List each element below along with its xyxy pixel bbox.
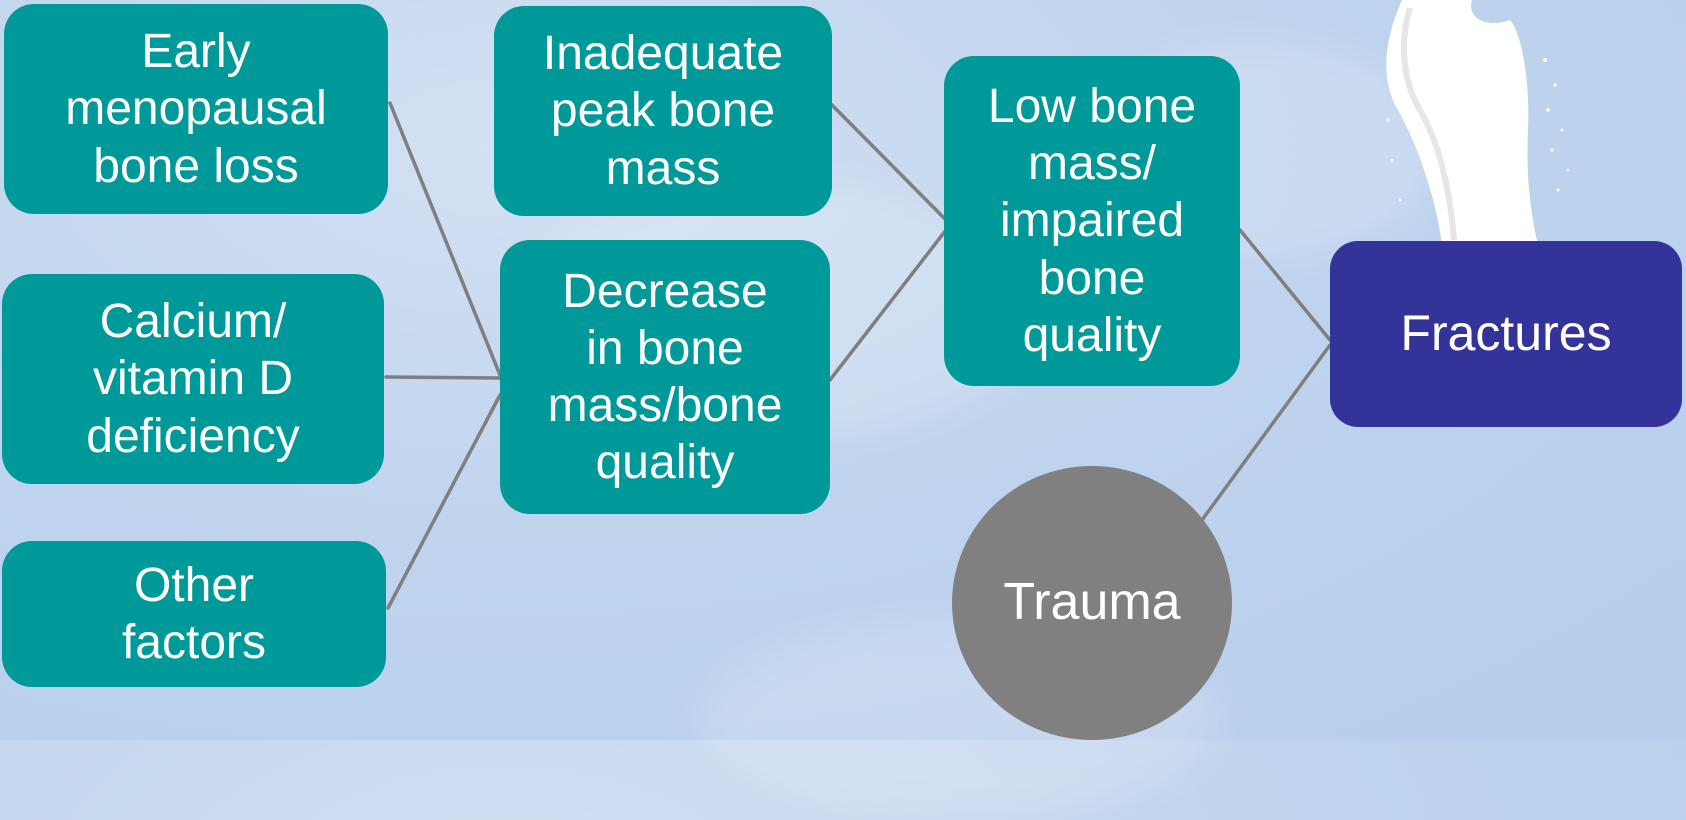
node-decrease-in-bone-mass-quality: Decrease in bone mass/bone quality bbox=[500, 240, 830, 514]
connector-decrease-to-lowbone bbox=[830, 230, 946, 380]
node-low-bone-mass-impaired-quality: Low bone mass/ impaired bone quality bbox=[944, 56, 1240, 386]
node-calcium-vitamin-d-deficiency: Calcium/ vitamin D deficiency bbox=[2, 274, 384, 484]
connector-other-to-decrease bbox=[388, 395, 500, 608]
connector-lowbone-to-fractures bbox=[1240, 230, 1330, 340]
node-inadequate-peak-bone-mass: Inadequate peak bone mass bbox=[494, 6, 832, 216]
node-other-factors: Other factors bbox=[2, 541, 386, 687]
connector-early-to-decrease bbox=[390, 103, 500, 375]
connector-calcium-to-decrease bbox=[386, 377, 500, 378]
node-trauma: Trauma bbox=[952, 466, 1232, 740]
connector-inadequate-to-lowbone bbox=[832, 105, 946, 220]
node-fractures: Fractures bbox=[1330, 241, 1682, 427]
node-early-menopausal-bone-loss: Early menopausal bone loss bbox=[4, 4, 388, 214]
